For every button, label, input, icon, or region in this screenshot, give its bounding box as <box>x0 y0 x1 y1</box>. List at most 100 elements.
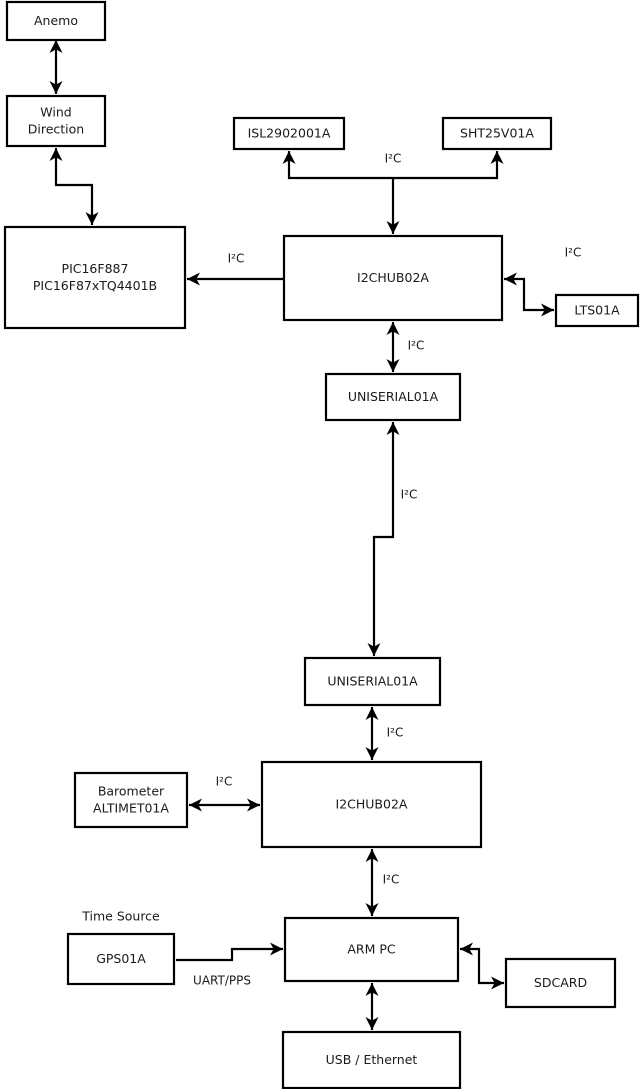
edge-armpc-usbeth <box>365 983 379 1030</box>
arrow-head-end <box>247 798 260 812</box>
edge-bus-hubtop-drop <box>386 178 400 234</box>
edge-label-hubtop-bus-isl-sht: I²C <box>385 152 402 166</box>
edge-unitop-unibottom: I²C <box>367 422 418 656</box>
arrow-head-end <box>365 1017 379 1030</box>
edges-layer: I²C I²C I²C I²C I²C I²C I²C I²C UART/PPS <box>49 40 581 1030</box>
edge-hubtop-bus-isl-sht: I²C <box>282 151 504 180</box>
edge-label-unibottom-hubbottom: I²C <box>387 726 404 740</box>
edge-hubtop-unitop: I²C <box>386 322 425 372</box>
edge-winddir-pic <box>49 148 99 225</box>
arrow-head-end <box>365 747 379 760</box>
node-label-hub_bottom: I2CHUB02A <box>336 796 408 811</box>
edge-label-hubbottom-armpc: I²C <box>383 873 400 887</box>
node-box-usb_eth[interactable] <box>281 1030 462 1089</box>
node-label-sht: SHT25V01A <box>460 125 534 140</box>
edge-barometer-hubbottom: I²C <box>189 775 260 812</box>
node-box-sht[interactable] <box>441 116 553 151</box>
edge-hubtop-lts: I²C <box>504 246 581 317</box>
arrow-head-start <box>365 849 379 862</box>
arrow-head-start <box>365 707 379 720</box>
node-label-usb_eth: USB / Ethernet <box>326 1052 418 1067</box>
arrow-head-end <box>365 903 379 916</box>
edge-gps-armpc: UART/PPS <box>176 942 283 988</box>
arrow-head-start <box>386 422 400 435</box>
arrow-head-end <box>490 151 504 164</box>
arrow-head-start <box>282 151 296 164</box>
node-box-hub_bottom[interactable] <box>260 760 483 849</box>
node-box-uni_top[interactable] <box>324 372 462 422</box>
node-box-gps[interactable] <box>66 932 176 986</box>
node-label-anemo: Anemo <box>34 13 78 28</box>
node-box-wind_dir[interactable] <box>5 94 107 148</box>
node-anemo[interactable]: Anemo <box>5 0 107 42</box>
arrow-head-end <box>367 643 381 656</box>
arrow-head-start <box>49 40 63 53</box>
node-box-uni_bottom[interactable] <box>303 656 442 707</box>
edge-label-barometer-hubbottom: I²C <box>216 775 233 789</box>
node-uni_bottom[interactable]: UNISERIAL01A <box>303 656 442 707</box>
node-isl[interactable]: ISL2902001A <box>232 116 346 151</box>
node-hub_bottom[interactable]: I2CHUB02A <box>260 760 483 849</box>
node-hub_top[interactable]: I2CHUB02A <box>282 234 504 322</box>
node-box-sdcard[interactable] <box>504 957 617 1009</box>
node-box-pic[interactable] <box>3 225 187 330</box>
edge-armpc-sdcard <box>460 942 504 990</box>
edge-label-unitop-unibottom: I²C <box>401 488 418 502</box>
node-label-uni_bottom: UNISERIAL01A <box>327 673 418 688</box>
node-label-lts: LTS01A <box>574 302 620 317</box>
node-label-gps: GPS01A <box>96 951 146 966</box>
edge-path <box>176 947 283 962</box>
arrow-head-end <box>386 359 400 372</box>
edge-path <box>460 947 504 985</box>
node-box-barometer[interactable] <box>73 771 189 829</box>
arrow-head-end <box>49 81 63 94</box>
node-sdcard[interactable]: SDCARD <box>504 957 617 1009</box>
node-box-anemo[interactable] <box>5 0 107 42</box>
free-label-time-source: Time Source <box>81 909 160 924</box>
edge-label-gps-armpc: UART/PPS <box>193 974 251 988</box>
node-label-hub_top: I2CHUB02A <box>357 270 429 285</box>
arrow-head-end <box>270 942 283 956</box>
node-box-arm_pc[interactable] <box>283 916 460 983</box>
arrow-head-start <box>187 272 200 286</box>
arrow-head-end <box>386 221 400 234</box>
node-usb_eth[interactable]: USB / Ethernet <box>281 1030 462 1089</box>
node-label-uni_top: UNISERIAL01A <box>348 389 439 404</box>
node-box-isl[interactable] <box>232 116 346 151</box>
node-box-hub_top[interactable] <box>282 234 504 322</box>
node-sht[interactable]: SHT25V01A <box>441 116 553 151</box>
edge-label-pic-hubtop: I²C <box>228 252 245 266</box>
arrow-head-start <box>460 942 473 956</box>
node-gps[interactable]: GPS01A <box>66 932 176 986</box>
node-label-arm_pc: ARM PC <box>347 941 396 956</box>
node-label-sdcard: SDCARD <box>534 975 587 990</box>
arrow-head-start <box>386 322 400 335</box>
node-uni_top[interactable]: UNISERIAL01A <box>324 372 462 422</box>
node-lts[interactable]: LTS01A <box>554 293 640 328</box>
arrow-head-start <box>49 148 63 161</box>
node-arm_pc[interactable]: ARM PC <box>283 916 460 983</box>
edge-unibottom-hubbottom: I²C <box>365 707 404 760</box>
arrow-head-end <box>491 976 504 990</box>
arrow-head-start <box>365 983 379 996</box>
edge-label-hubtop-unitop: I²C <box>408 339 425 353</box>
edge-anemo-winddir <box>49 40 63 94</box>
free-labels-layer: Time Source <box>81 909 160 924</box>
node-label-isl: ISL2902001A <box>248 125 331 140</box>
edge-path <box>504 277 554 312</box>
arrow-head-end <box>85 212 99 225</box>
node-box-lts[interactable] <box>554 293 640 328</box>
edge-hubbottom-armpc: I²C <box>365 849 400 916</box>
edge-path <box>372 422 395 656</box>
arrow-head-start <box>189 798 202 812</box>
arrow-head-start <box>504 272 517 286</box>
